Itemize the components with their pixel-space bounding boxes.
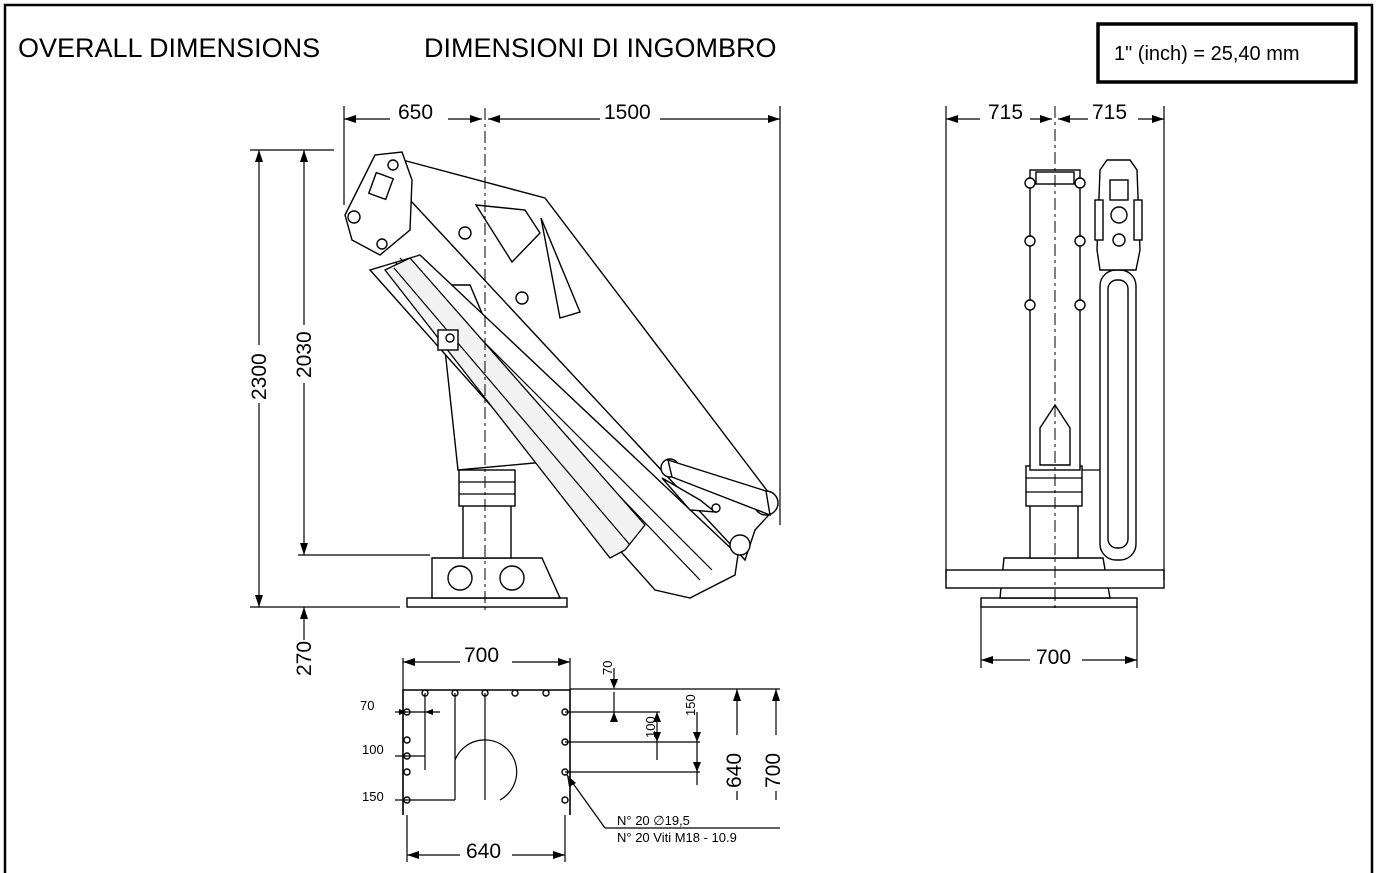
dim-plan-height-inner: 640 xyxy=(723,753,746,788)
dim-plan-100-right: 100 xyxy=(643,716,658,738)
plan-holes-note: N° 20 ∅19,5 xyxy=(617,813,690,828)
side-link-pin-3 xyxy=(729,534,751,556)
dim-front-half-right: 715 xyxy=(1092,101,1127,124)
title-english: OVERALL DIMENSIONS xyxy=(18,33,320,63)
conversion-box: 1" (inch) = 25,40 mm xyxy=(1096,22,1358,84)
side-base-plate xyxy=(406,597,568,608)
title-italian: DIMENSIONI DI INGOMBRO xyxy=(424,33,777,63)
side-boom-tip xyxy=(344,151,413,256)
dim-side-base-height: 270 xyxy=(293,641,316,676)
dim-plan-70-top: 70 xyxy=(600,661,615,675)
dim-plan-70-left: 70 xyxy=(360,698,374,713)
side-column xyxy=(462,504,512,559)
side-boom-cutout-1 xyxy=(474,204,541,264)
dim-plan-width-bottom: 640 xyxy=(466,840,501,863)
drawing-border xyxy=(3,3,1374,873)
base-plate-plan: 70 100 150 700 640 70 100 xyxy=(360,644,785,863)
dim-front-base-width: 700 xyxy=(1036,646,1071,669)
dim-plan-width-top: 700 xyxy=(464,644,499,667)
side-pin-1 xyxy=(458,226,472,240)
dim-plan-height-outer: 700 xyxy=(762,753,785,788)
side-view: 650 1500 2300 2030 270 xyxy=(245,100,781,676)
conversion-note: 1" (inch) = 25,40 mm xyxy=(1114,43,1300,65)
dim-plan-100-left: 100 xyxy=(362,742,384,757)
front-column xyxy=(1029,504,1079,559)
front-view: 715 715 700 xyxy=(945,100,1165,669)
front-base-plate xyxy=(980,597,1138,608)
side-boom-cutout-2 xyxy=(540,217,581,319)
side-tip-bracket xyxy=(367,171,395,201)
dim-side-height-above-base: 2030 xyxy=(293,331,316,378)
front-column-ring xyxy=(1025,465,1083,507)
dim-side-offset: 650 xyxy=(398,101,433,124)
plan-plate-outline xyxy=(402,689,571,815)
side-column-ring xyxy=(458,469,516,507)
plan-bolts-note: N° 20 Viti M18 - 10.9 xyxy=(617,830,737,845)
side-base-hole-right xyxy=(499,565,525,591)
side-base-hole-left xyxy=(447,565,473,591)
dim-side-total-height: 2300 xyxy=(248,353,271,400)
dim-plan-150-left: 150 xyxy=(362,789,384,804)
dim-plan-150-right: 150 xyxy=(683,694,698,716)
plan-central-opening xyxy=(454,739,518,801)
side-pin-2 xyxy=(515,291,529,305)
dim-front-half-left: 715 xyxy=(988,101,1023,124)
dim-side-reach: 1500 xyxy=(604,101,651,124)
